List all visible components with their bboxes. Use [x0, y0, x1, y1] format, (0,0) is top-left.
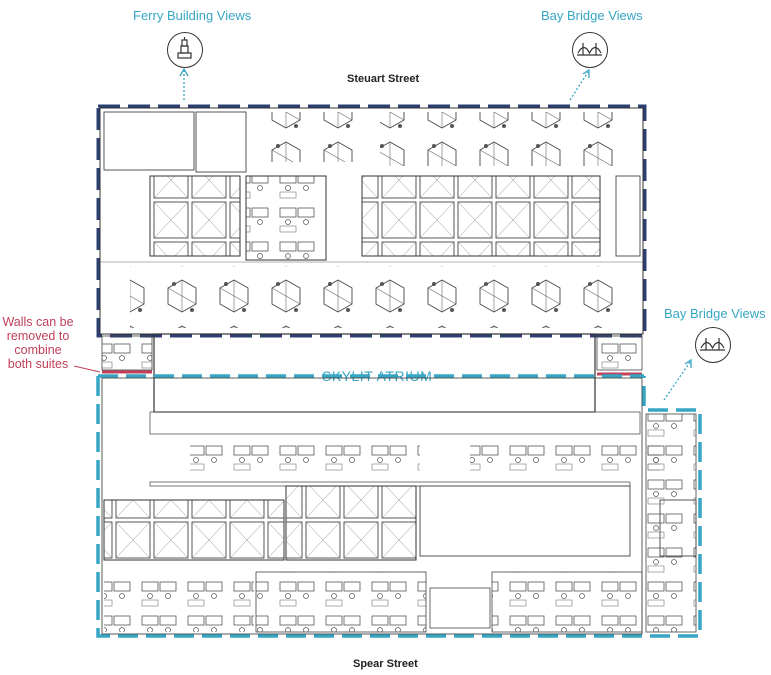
- note-leader-line: [73, 365, 101, 373]
- lower-suite-boundary: [96, 376, 702, 638]
- upper-suite-boundary: [96, 104, 647, 338]
- atrium-outline: [153, 333, 596, 413]
- steuart-street-label: Steuart Street: [347, 73, 420, 85]
- ferry-building-icon: [167, 32, 203, 68]
- bay-bridge-view-arrow-top: [569, 71, 589, 101]
- ferry-building-views-label: Ferry Building Views: [133, 8, 252, 23]
- bay-bridge-icon: [695, 327, 731, 363]
- walls-removable-note: Walls can be removed to combine both sui…: [2, 315, 74, 371]
- spear-street-label: Spear Street: [353, 658, 418, 670]
- bay-bridge-icon: [572, 32, 608, 68]
- bay-bridge-views-top-label: Bay Bridge Views: [541, 8, 643, 23]
- skylit-atrium-label: SKYLIT ATRIUM: [322, 368, 433, 384]
- bay-bridge-view-arrow-right: [663, 361, 691, 401]
- bay-bridge-views-right-label: Bay Bridge Views: [664, 306, 766, 321]
